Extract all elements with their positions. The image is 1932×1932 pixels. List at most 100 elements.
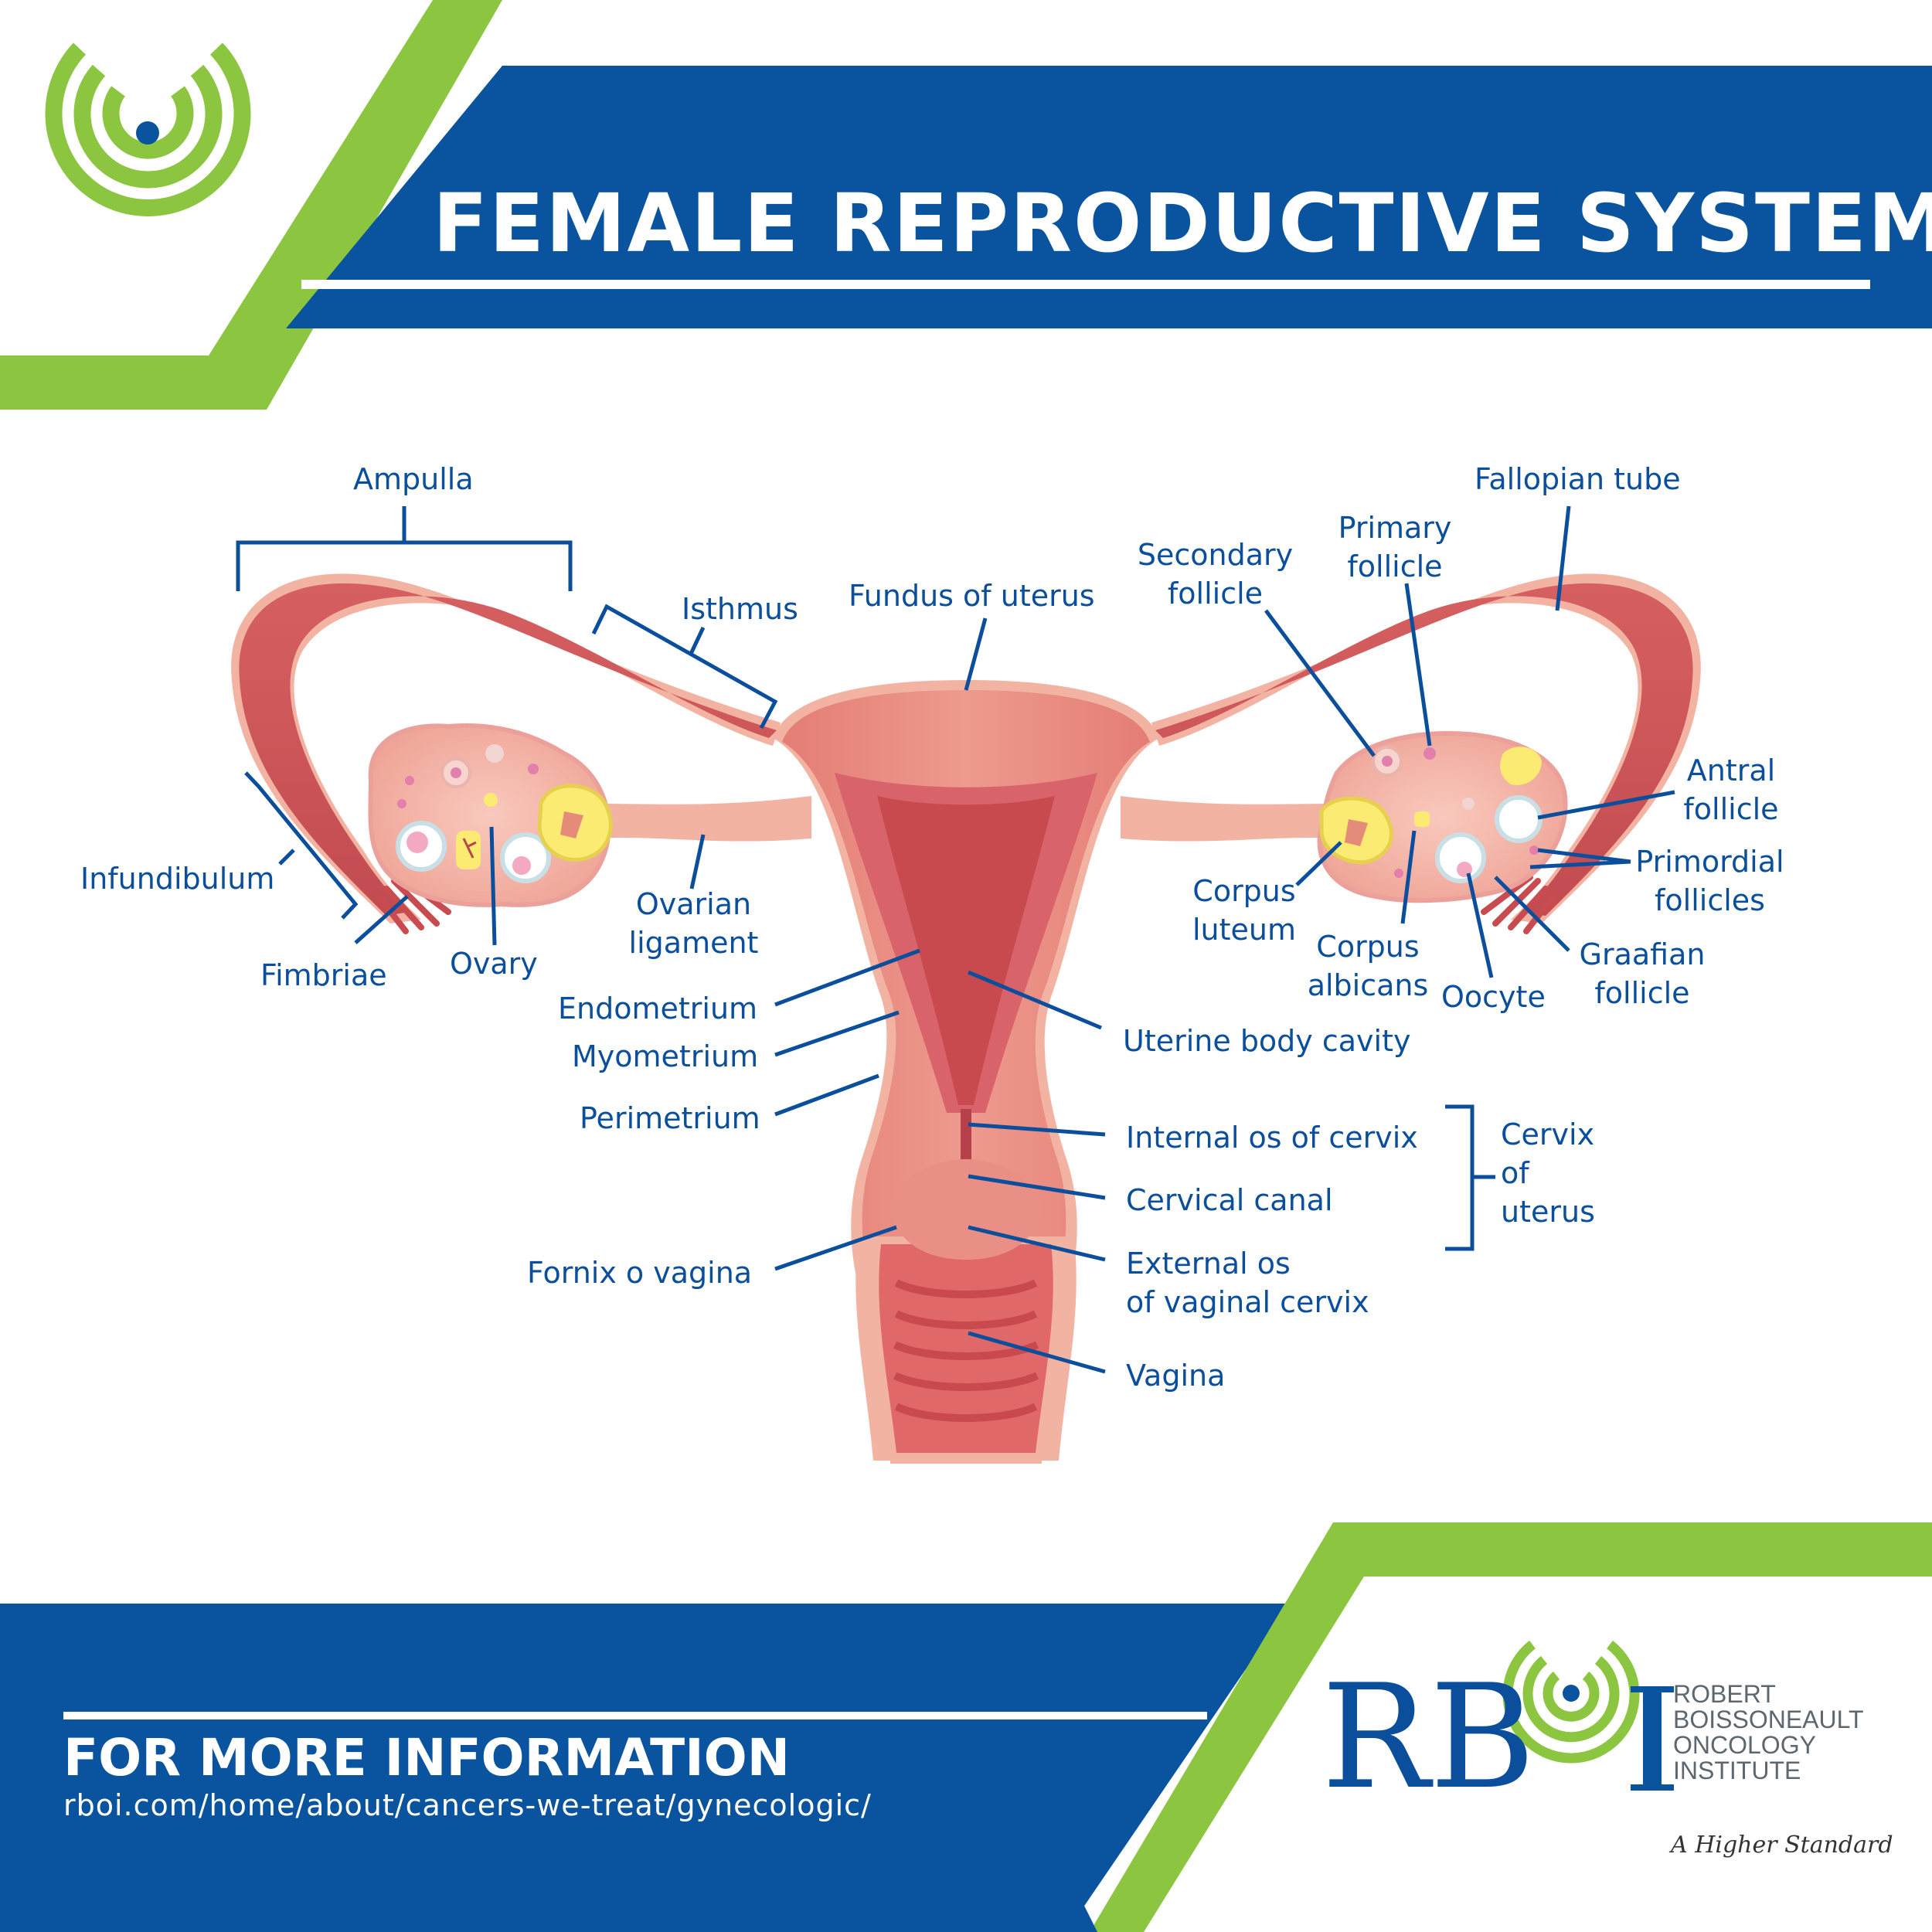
left-fallopian-tube (231, 573, 781, 923)
footer-divider-line (63, 1712, 1207, 1719)
label-perimetrium: Perimetrium (580, 1101, 760, 1135)
green-chevron-top (0, 0, 502, 410)
rboi-logo-i-serif-top (1631, 1686, 1674, 1692)
rboi-logo-o-icon (1502, 1640, 1640, 1764)
logo-name-line: BOISSONEAULT (1673, 1706, 1864, 1733)
label-line: follicle (1167, 577, 1264, 611)
label-antral-follicle: Antral follicle (1673, 751, 1789, 828)
logo-name-line: ONCOLOGY (1673, 1731, 1816, 1759)
page-title: FEMALE REPRODUCTIVE SYSTEM (433, 176, 1932, 270)
label-external-os: External os of vaginal cervix (1126, 1244, 1369, 1321)
label-cervix-of-uterus: Cervix of uterus (1501, 1115, 1595, 1231)
ampulla-bracket (236, 506, 573, 591)
label-graafian-follicle: Graafian follicle (1569, 935, 1716, 1012)
label-fundus-of-uterus: Fundus of uterus (849, 579, 1095, 613)
uterine-cavity-leader (968, 970, 1102, 1030)
label-line: Cervix (1501, 1117, 1595, 1151)
oocyte-leader (1466, 872, 1494, 978)
footer-blue-accent (1059, 1855, 1097, 1932)
cervical-canal-leader (968, 1174, 1106, 1200)
corpus-albicans-leader (1400, 830, 1417, 924)
fornix-leader (774, 1225, 897, 1271)
label-myometrium: Myometrium (572, 1039, 759, 1073)
secondary-follicle-leader (1264, 609, 1376, 757)
label-line: Corpus (1192, 874, 1296, 908)
right-fimbriae (1481, 874, 1556, 934)
green-chevron-bottom (1090, 1522, 1932, 1932)
label-line: follicle (1347, 549, 1443, 583)
label-isthmus: Isthmus (682, 592, 798, 626)
footer-blue-band (0, 1604, 1291, 1932)
label-primordial-follicles: Primordial follicles (1631, 842, 1789, 920)
label-endometrium: Endometrium (558, 992, 758, 1026)
ovarian-ligament-leader (689, 834, 706, 889)
label-primary-follicle: Primary follicle (1329, 509, 1461, 586)
signal-logo-icon (45, 43, 251, 216)
label-fallopian-tube: Fallopian tube (1475, 462, 1681, 496)
label-ovary: Ovary (450, 947, 538, 981)
label-line: Ovarian (635, 887, 752, 921)
left-ovarian-ligament (595, 796, 811, 842)
anatomy-illustration (231, 573, 1701, 1464)
label-line: luteum (1192, 913, 1297, 947)
antral-follicle-leader (1537, 790, 1675, 820)
label-line: follicle (1594, 976, 1690, 1010)
footer-graphic (0, 1522, 1932, 1932)
internal-os-leader (968, 1122, 1106, 1137)
label-vagina: Vagina (1126, 1359, 1226, 1393)
infundibulum-bracket (244, 771, 359, 920)
header-blue-band (286, 66, 1932, 328)
endometrium-leader (774, 948, 920, 1007)
fallopian-tube-leader (1555, 505, 1571, 611)
rboi-logo-i-bar (1643, 1686, 1662, 1791)
label-ampulla: Ampulla (353, 462, 474, 496)
vagina-leader (968, 1331, 1106, 1374)
uterine-cavity (877, 796, 1055, 1105)
cervix-bracket (1445, 1104, 1495, 1251)
vagina (855, 1159, 1077, 1464)
label-line: Primary (1338, 511, 1452, 545)
label-oocyte: Oocyte (1441, 980, 1546, 1014)
rboi-logo-text: RB (1321, 1665, 1536, 1809)
label-line: albicans (1307, 968, 1429, 1002)
header-underline (301, 280, 1870, 289)
footer-url-link[interactable]: rboi.com/home/about/cancers-we-treat/gyn… (63, 1788, 872, 1822)
label-line: follicle (1683, 792, 1779, 826)
label-fimbriae: Fimbriae (260, 958, 387, 992)
label-line: uterus (1501, 1195, 1595, 1229)
fimbriae-leader (354, 895, 409, 944)
label-line: Primordial (1635, 845, 1784, 879)
label-line: ligament (628, 926, 759, 960)
fundus-leader (964, 617, 988, 691)
label-secondary-follicle: Secondary follicle (1132, 536, 1298, 613)
label-line: Graafian (1579, 937, 1706, 971)
primary-follicle-leader (1404, 583, 1432, 747)
myometrium-leader (774, 1010, 900, 1057)
label-line: Secondary (1137, 538, 1294, 572)
label-infundibulum: Infundibulum (80, 862, 275, 896)
logo-name-line: INSTITUTE (1673, 1757, 1801, 1784)
label-line: Antral (1686, 753, 1776, 787)
label-line: Corpus (1316, 930, 1420, 964)
label-line: follicles (1655, 883, 1765, 917)
logo-name-line: ROBERT (1673, 1680, 1776, 1708)
header-graphic (0, 0, 1932, 410)
label-cervical-canal: Cervical canal (1126, 1183, 1333, 1217)
label-corpus-luteum: Corpus luteum (1179, 872, 1310, 949)
left-ovary (368, 723, 613, 907)
label-fornix-of-vagina: Fornix o vagina (527, 1256, 753, 1290)
label-corpus-albicans: Corpus albicans (1298, 927, 1437, 1005)
footer-heading: FOR MORE INFORMATION (63, 1728, 791, 1787)
right-ovarian-ligament (1121, 796, 1337, 842)
rboi-logo-name: ROBERT BOISSONEAULT ONCOLOGY INSTITUTE (1673, 1682, 1864, 1784)
rboi-logo-letters-rb: RB (1321, 1653, 1536, 1821)
tagline: A Higher Standard (1671, 1832, 1893, 1859)
isthmus-bracket (591, 604, 778, 730)
label-internal-os-of-cervix: Internal os of cervix (1126, 1121, 1418, 1155)
ovary-leader (489, 826, 497, 946)
label-line: External os (1126, 1247, 1291, 1281)
label-line: of vaginal cervix (1126, 1285, 1369, 1319)
right-fallopian-tube (1151, 573, 1701, 923)
primordial-follicles-leader (1529, 848, 1631, 869)
